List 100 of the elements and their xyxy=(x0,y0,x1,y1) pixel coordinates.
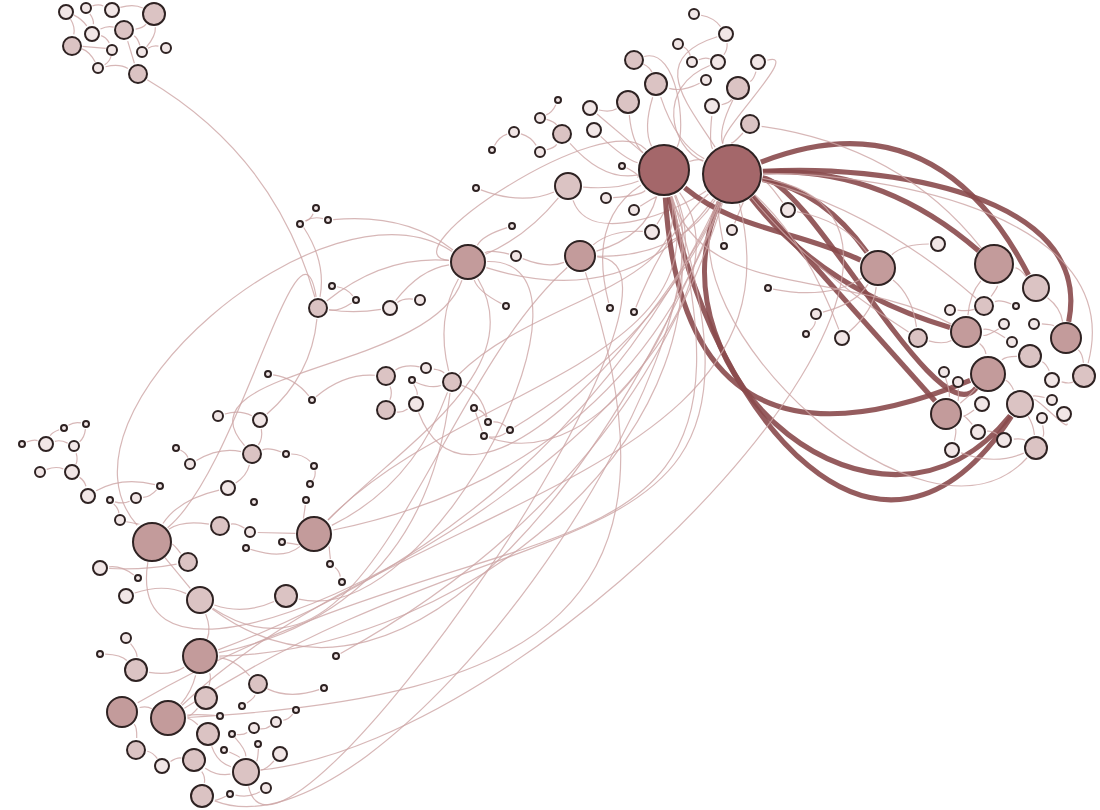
network-node xyxy=(238,701,247,710)
network-edge xyxy=(180,674,197,705)
network-edge xyxy=(642,63,653,73)
network-edge xyxy=(612,189,646,199)
network-node xyxy=(998,318,1011,331)
network-edge xyxy=(312,469,316,482)
network-node xyxy=(324,216,332,224)
network-edge xyxy=(146,79,316,298)
network-edge xyxy=(108,566,135,576)
network-node xyxy=(420,362,433,375)
network-node xyxy=(1072,363,1097,388)
network-edge xyxy=(730,132,744,144)
network-node xyxy=(671,37,684,50)
network-node xyxy=(220,745,229,754)
network-edge xyxy=(809,320,816,332)
network-node xyxy=(252,412,268,428)
network-edge xyxy=(625,167,639,178)
network-node xyxy=(195,721,220,746)
network-edge xyxy=(257,428,263,446)
network-node xyxy=(210,516,230,536)
network-edge xyxy=(480,189,555,199)
network-node xyxy=(215,711,224,720)
network-edge xyxy=(259,725,272,730)
network-node xyxy=(616,90,640,114)
network-edge xyxy=(208,672,211,686)
network-node xyxy=(810,308,822,320)
network-node xyxy=(63,464,80,481)
network-node xyxy=(193,686,218,711)
network-edge xyxy=(635,193,709,308)
network-node xyxy=(944,441,961,458)
network-edge xyxy=(218,657,251,677)
network-edge xyxy=(761,125,982,249)
network-node xyxy=(630,308,638,316)
network-edge xyxy=(751,196,910,333)
network-node xyxy=(740,114,761,135)
network-edge xyxy=(569,142,638,177)
network-node xyxy=(120,632,132,644)
network-edge xyxy=(660,96,705,160)
network-node xyxy=(308,298,328,318)
network-node xyxy=(480,432,488,440)
network-node xyxy=(150,700,187,737)
network-edge xyxy=(164,556,191,589)
network-node xyxy=(780,202,796,218)
network-node xyxy=(950,316,983,349)
network-node xyxy=(84,25,101,42)
network-node xyxy=(82,420,90,428)
network-node xyxy=(226,789,235,798)
network-node xyxy=(502,302,510,310)
network-edge xyxy=(415,381,442,388)
network-edge xyxy=(315,374,376,398)
network-edge xyxy=(127,40,135,64)
network-edge xyxy=(493,133,508,147)
network-node xyxy=(1021,274,1050,303)
network-edge xyxy=(146,26,156,48)
network-edge xyxy=(89,13,94,25)
network-edge xyxy=(1041,323,1055,327)
network-edge xyxy=(957,388,960,402)
network-edge xyxy=(259,760,275,771)
network-edge xyxy=(761,178,784,204)
network-edge xyxy=(709,115,714,150)
network-edge xyxy=(546,143,558,151)
network-edge xyxy=(327,277,492,521)
network-edge xyxy=(119,4,144,9)
network-node xyxy=(469,403,478,412)
network-node xyxy=(254,739,263,748)
network-edge xyxy=(600,135,639,164)
network-node xyxy=(105,496,114,505)
network-edge xyxy=(754,194,840,330)
network-node xyxy=(296,515,333,552)
network-edge xyxy=(133,723,138,739)
network-edge xyxy=(257,531,296,534)
network-node xyxy=(124,658,148,682)
network-edge xyxy=(214,795,227,801)
network-edge xyxy=(761,180,977,299)
network-edge xyxy=(49,429,60,437)
network-node xyxy=(564,240,596,272)
network-edge xyxy=(723,42,728,56)
network-node xyxy=(996,432,1013,449)
network-edge xyxy=(944,377,950,398)
network-edge xyxy=(67,422,82,426)
network-node xyxy=(292,706,300,714)
network-edge xyxy=(125,521,140,525)
network-node xyxy=(247,722,260,735)
network-edge xyxy=(304,217,324,222)
network-node xyxy=(834,330,850,346)
network-edge xyxy=(266,318,318,415)
network-edge xyxy=(413,383,418,396)
network-edge xyxy=(332,217,454,251)
network-edge xyxy=(492,421,507,428)
network-node xyxy=(552,124,573,145)
network-edge xyxy=(139,706,153,710)
network-edge xyxy=(339,202,723,655)
network-node xyxy=(375,400,396,421)
network-edge xyxy=(688,159,704,163)
network-node xyxy=(644,72,669,97)
network-node xyxy=(908,328,928,348)
network-node xyxy=(973,396,990,413)
network-edge xyxy=(148,666,185,675)
network-edge xyxy=(100,35,110,44)
network-edge xyxy=(762,167,1073,322)
